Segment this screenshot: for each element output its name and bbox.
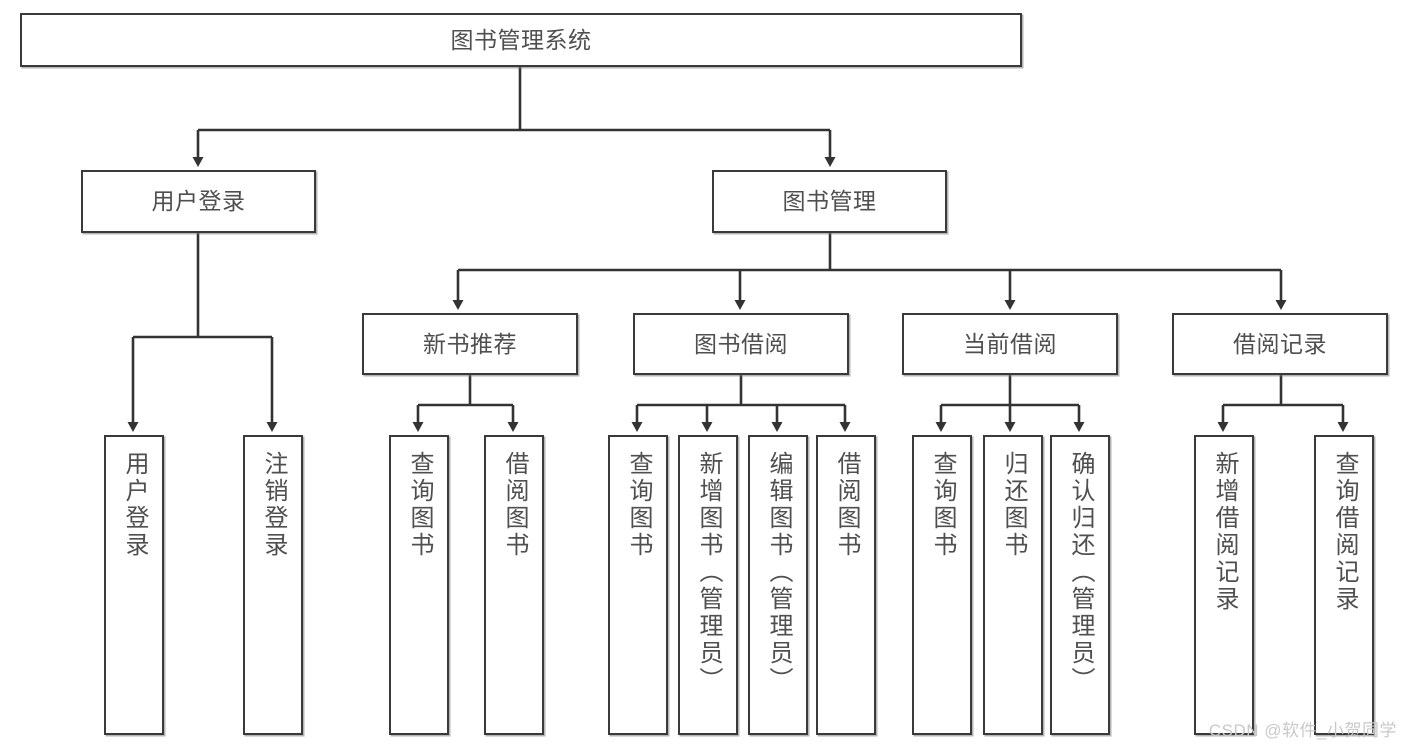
node-current-borrow-label: 当前借阅	[963, 330, 1057, 357]
node-leaf-add-record-label: 新增借阅记录	[1210, 451, 1238, 613]
node-leaf-confirm-return[interactable]: 确认归还（管理员）	[1050, 435, 1110, 735]
node-leaf-add-book-label: 新增图书（管理员）	[694, 451, 722, 694]
node-book-manage-label: 图书管理	[782, 188, 877, 215]
node-borrow-record-label: 借阅记录	[1233, 330, 1327, 357]
node-leaf-confirm-return-label: 确认归还（管理员）	[1066, 451, 1094, 694]
node-user-login[interactable]: 用户登录	[81, 170, 316, 233]
node-book-borrow-label: 图书借阅	[694, 330, 788, 357]
node-leaf-query-book-1[interactable]: 查询图书	[389, 435, 449, 735]
node-new-book-recommend[interactable]: 新书推荐	[362, 313, 578, 375]
node-leaf-query-record[interactable]: 查询借阅记录	[1314, 435, 1374, 735]
node-leaf-logout-login-label: 注销登录	[259, 451, 287, 559]
node-leaf-return-book-label: 归还图书	[999, 451, 1027, 559]
node-user-login-label: 用户登录	[151, 188, 246, 215]
node-leaf-user-login[interactable]: 用户登录	[104, 435, 164, 735]
node-leaf-borrow-book-1-label: 借阅图书	[500, 451, 528, 559]
node-leaf-borrow-book-2-label: 借阅图书	[832, 451, 860, 559]
node-leaf-logout-login[interactable]: 注销登录	[243, 435, 303, 735]
node-root[interactable]: 图书管理系统	[20, 13, 1022, 67]
node-book-borrow[interactable]: 图书借阅	[633, 313, 849, 375]
node-leaf-query-record-label: 查询借阅记录	[1330, 451, 1358, 613]
node-leaf-borrow-book-1[interactable]: 借阅图书	[484, 435, 544, 735]
node-leaf-query-book-2-label: 查询图书	[624, 451, 652, 559]
node-leaf-query-book-3-label: 查询图书	[928, 451, 956, 559]
node-leaf-add-record[interactable]: 新增借阅记录	[1194, 435, 1254, 735]
node-leaf-query-book-2[interactable]: 查询图书	[608, 435, 668, 735]
node-leaf-return-book[interactable]: 归还图书	[983, 435, 1043, 735]
node-leaf-query-book-3[interactable]: 查询图书	[912, 435, 972, 735]
node-leaf-edit-book[interactable]: 编辑图书（管理员）	[748, 435, 808, 735]
node-leaf-add-book[interactable]: 新增图书（管理员）	[678, 435, 738, 735]
node-leaf-user-login-label: 用户登录	[120, 451, 148, 559]
node-root-label: 图书管理系统	[450, 26, 592, 53]
node-leaf-edit-book-label: 编辑图书（管理员）	[764, 451, 792, 694]
node-current-borrow[interactable]: 当前借阅	[902, 313, 1118, 375]
node-book-manage[interactable]: 图书管理	[712, 170, 947, 233]
node-leaf-query-book-1-label: 查询图书	[405, 451, 433, 559]
node-leaf-borrow-book-2[interactable]: 借阅图书	[816, 435, 876, 735]
node-borrow-record[interactable]: 借阅记录	[1172, 313, 1388, 375]
watermark: CSDN @软件_小贺同学	[1208, 721, 1397, 740]
node-new-book-recommend-label: 新书推荐	[423, 330, 517, 357]
